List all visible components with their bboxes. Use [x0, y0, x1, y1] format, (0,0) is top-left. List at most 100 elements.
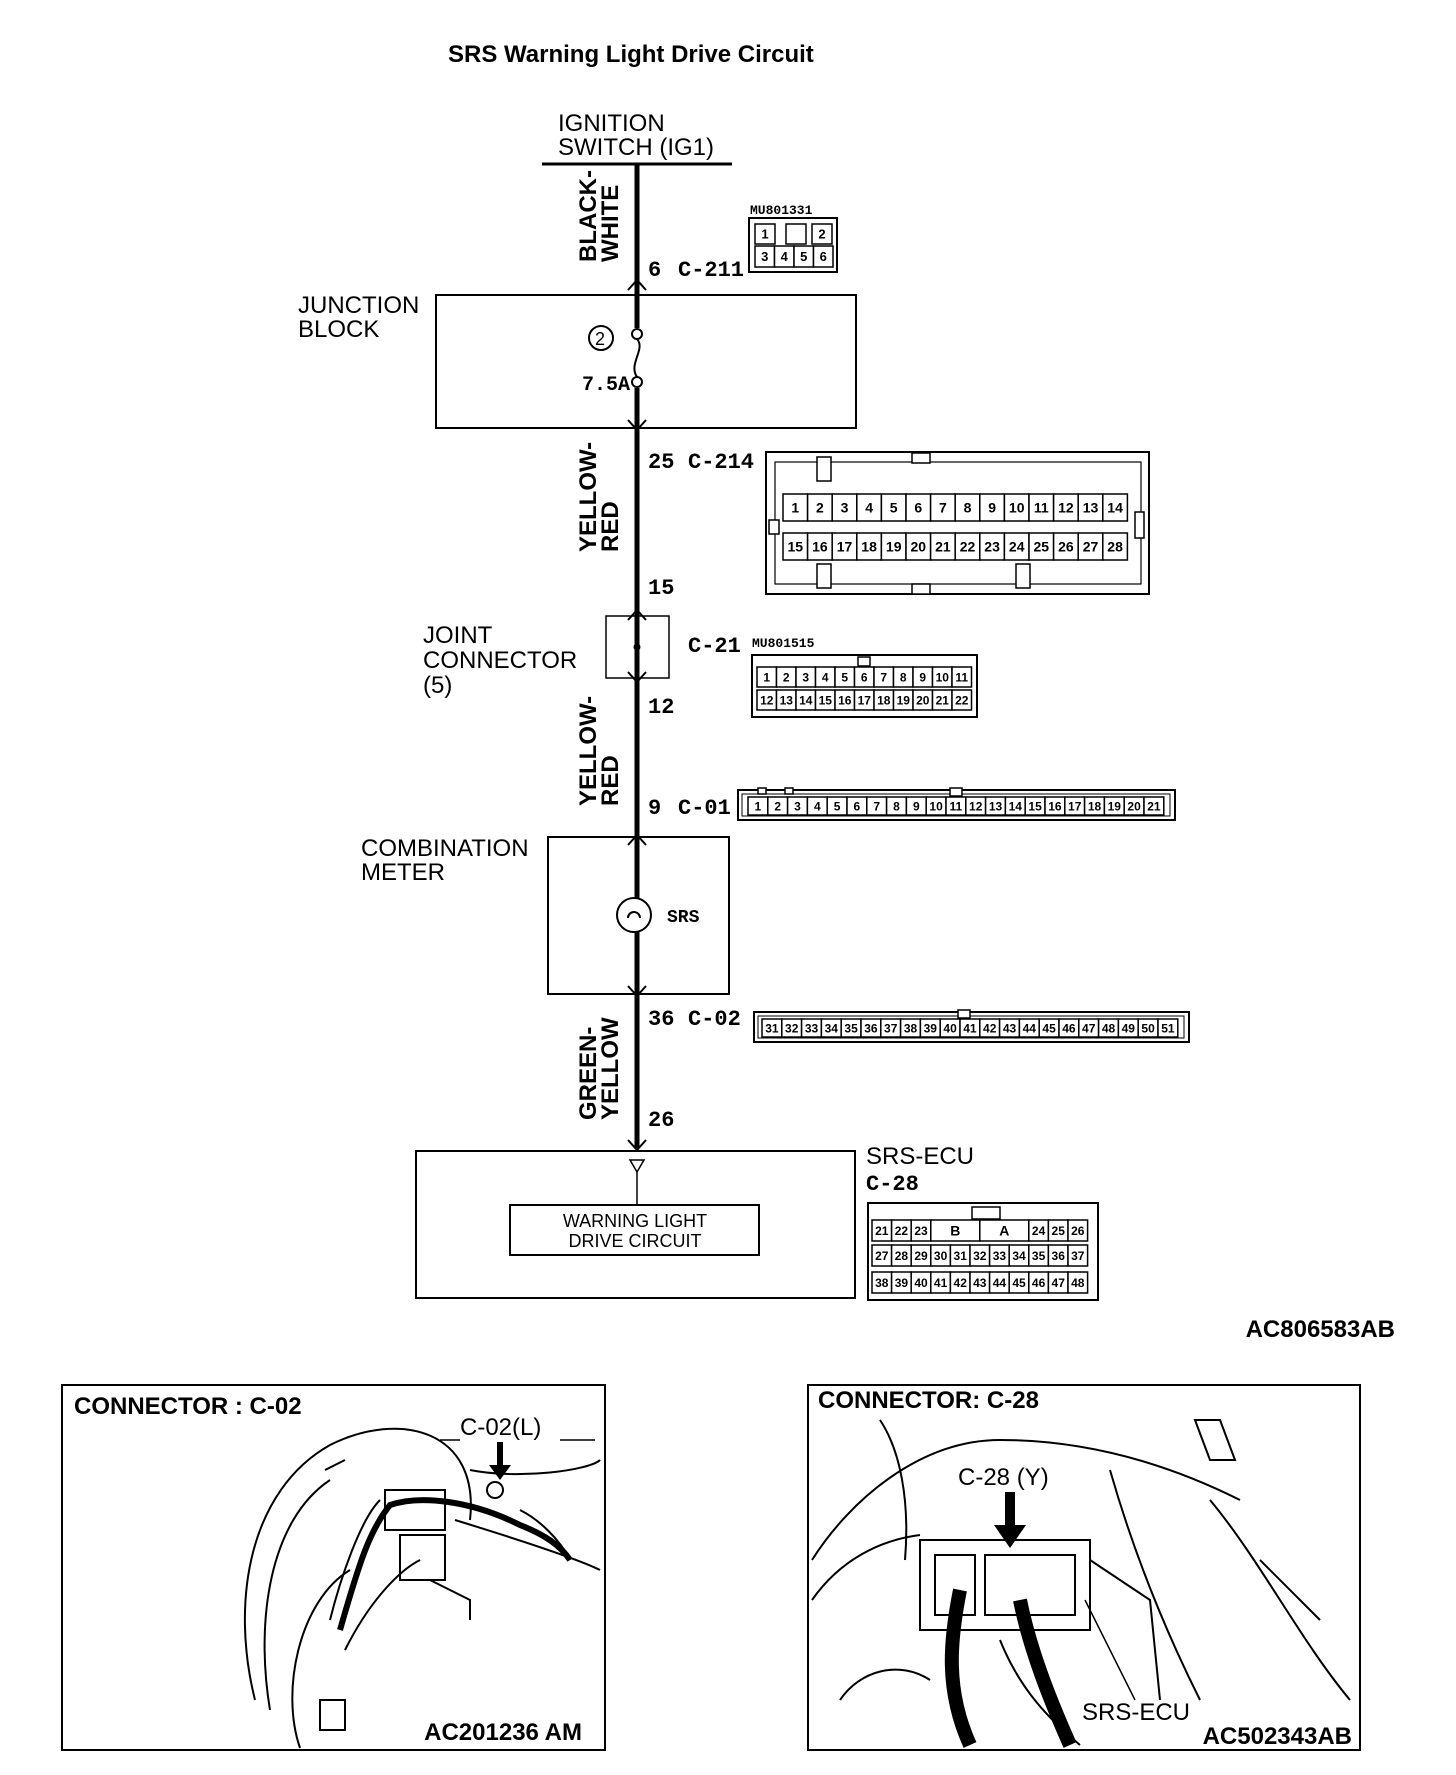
svg-text:21: 21: [1147, 799, 1161, 813]
c214-pin-25: 25: [1028, 532, 1055, 561]
svg-text:14: 14: [1009, 799, 1023, 813]
svg-text:16: 16: [838, 693, 852, 707]
c02-pin-44: 44: [1018, 1018, 1040, 1038]
svg-text:5: 5: [890, 500, 898, 516]
svg-text:42: 42: [954, 1276, 968, 1290]
svg-text:2: 2: [818, 227, 825, 242]
c02-pin-39: 39: [919, 1018, 941, 1038]
c21-pin-7: 7: [873, 666, 895, 688]
c21-pin-11: 11: [951, 666, 973, 688]
svg-text:17: 17: [1068, 799, 1082, 813]
c28-pin-28: 28: [890, 1244, 912, 1267]
svg-text:23: 23: [914, 1224, 928, 1238]
svg-text:45: 45: [1012, 1276, 1026, 1290]
c214-pin-2: 2: [806, 493, 833, 522]
terminal-26: 26: [648, 1108, 674, 1133]
c214-pin-11: 11: [1028, 493, 1055, 522]
svg-text:32: 32: [973, 1249, 987, 1263]
svg-text:13: 13: [989, 799, 1003, 813]
c214-pin-12: 12: [1052, 493, 1079, 522]
svg-text:24: 24: [1009, 539, 1025, 555]
c214-pin-17: 17: [831, 532, 858, 561]
svg-text:22: 22: [955, 693, 969, 707]
svg-text:18: 18: [877, 693, 891, 707]
svg-text:40: 40: [943, 1021, 957, 1035]
c214-pin-6: 6: [905, 493, 932, 522]
c02-pin-49: 49: [1117, 1018, 1139, 1038]
svg-text:15: 15: [788, 539, 804, 555]
svg-text:42: 42: [983, 1021, 997, 1035]
photo-right-figure-id: AC502343AB: [1203, 1723, 1352, 1750]
junction-block-label-2: BLOCK: [298, 316, 379, 343]
c28-pin-A: A: [979, 1219, 1030, 1242]
c28-pin-23: 23: [910, 1219, 932, 1242]
svg-text:6: 6: [820, 249, 827, 264]
svg-text:6: 6: [854, 799, 861, 813]
c211-pin-5: 5: [793, 245, 815, 268]
svg-text:3: 3: [802, 670, 809, 684]
svg-text:51: 51: [1161, 1021, 1175, 1035]
dashboard-illustration: [243, 1427, 601, 1749]
svg-text:18: 18: [861, 539, 877, 555]
wire-color-black-white-2: WHITE: [597, 185, 624, 262]
svg-text:4: 4: [814, 799, 821, 813]
joint-splice-dot: [633, 643, 641, 651]
ignition-switch-label-2: SWITCH (IG1): [558, 134, 714, 161]
c28-pin-21: 21: [871, 1219, 893, 1242]
c28-pin-24: 24: [1028, 1219, 1050, 1242]
c21-pin-13: 13: [775, 689, 797, 711]
c214-pin-18: 18: [856, 532, 883, 561]
srs-lamp-label: SRS: [667, 908, 700, 928]
c02-pin-38: 38: [899, 1018, 922, 1038]
svg-text:13: 13: [780, 693, 794, 707]
c01-pin-7: 7: [866, 796, 888, 816]
c01-pin-21: 21: [1143, 796, 1165, 816]
srs-lamp-icon: [616, 897, 652, 933]
figure-id-top: AC806583AB: [1246, 1316, 1395, 1343]
c214-pin-16: 16: [806, 532, 833, 561]
svg-text:20: 20: [911, 539, 927, 555]
c211-pin-4: 4: [773, 245, 795, 268]
terminal-36: 36: [648, 1007, 674, 1032]
svg-text:38: 38: [875, 1276, 889, 1290]
terminal-15: 15: [648, 576, 674, 601]
svg-text:4: 4: [865, 500, 873, 516]
c214-pin-20: 20: [905, 532, 932, 561]
svg-text:9: 9: [988, 500, 996, 516]
c02-pin-32: 32: [781, 1018, 803, 1038]
svg-text:31: 31: [765, 1021, 779, 1035]
c21-pin-22: 22: [951, 689, 973, 711]
terminal-9: 9: [648, 796, 661, 821]
srs-ecu-connector-label: C-28: [866, 1172, 919, 1197]
c214-pin-24: 24: [1003, 532, 1030, 561]
c02-pin-35: 35: [840, 1018, 862, 1038]
svg-text:B: B: [950, 1223, 960, 1239]
wire-color-green-yellow-2: YELLOW: [597, 1017, 624, 1120]
c214-pin-8: 8: [954, 493, 981, 522]
svg-text:21: 21: [875, 1224, 889, 1238]
c01-pin-15: 15: [1024, 796, 1046, 816]
svg-text:22: 22: [895, 1224, 909, 1238]
combination-meter-label-2: METER: [361, 859, 445, 886]
c01-pin-3: 3: [786, 796, 809, 816]
svg-text:8: 8: [900, 670, 907, 684]
svg-text:36: 36: [1052, 1249, 1066, 1263]
fuse-rating: 7.5A: [582, 374, 630, 397]
svg-text:8: 8: [893, 799, 900, 813]
c28-pin-41: 41: [930, 1271, 952, 1294]
c28-pin-43: 43: [969, 1271, 991, 1294]
c28-pin-46: 46: [1028, 1271, 1050, 1294]
connector-label-c01: C-01: [678, 796, 731, 821]
svg-text:17: 17: [837, 539, 853, 555]
svg-text:10: 10: [936, 670, 950, 684]
svg-text:6: 6: [861, 670, 868, 684]
c214-pin-21: 21: [929, 532, 956, 561]
c28-pin-22: 22: [890, 1219, 912, 1242]
c28-pin-26: 26: [1067, 1219, 1089, 1242]
svg-text:35: 35: [1032, 1249, 1046, 1263]
svg-text:50: 50: [1141, 1021, 1155, 1035]
